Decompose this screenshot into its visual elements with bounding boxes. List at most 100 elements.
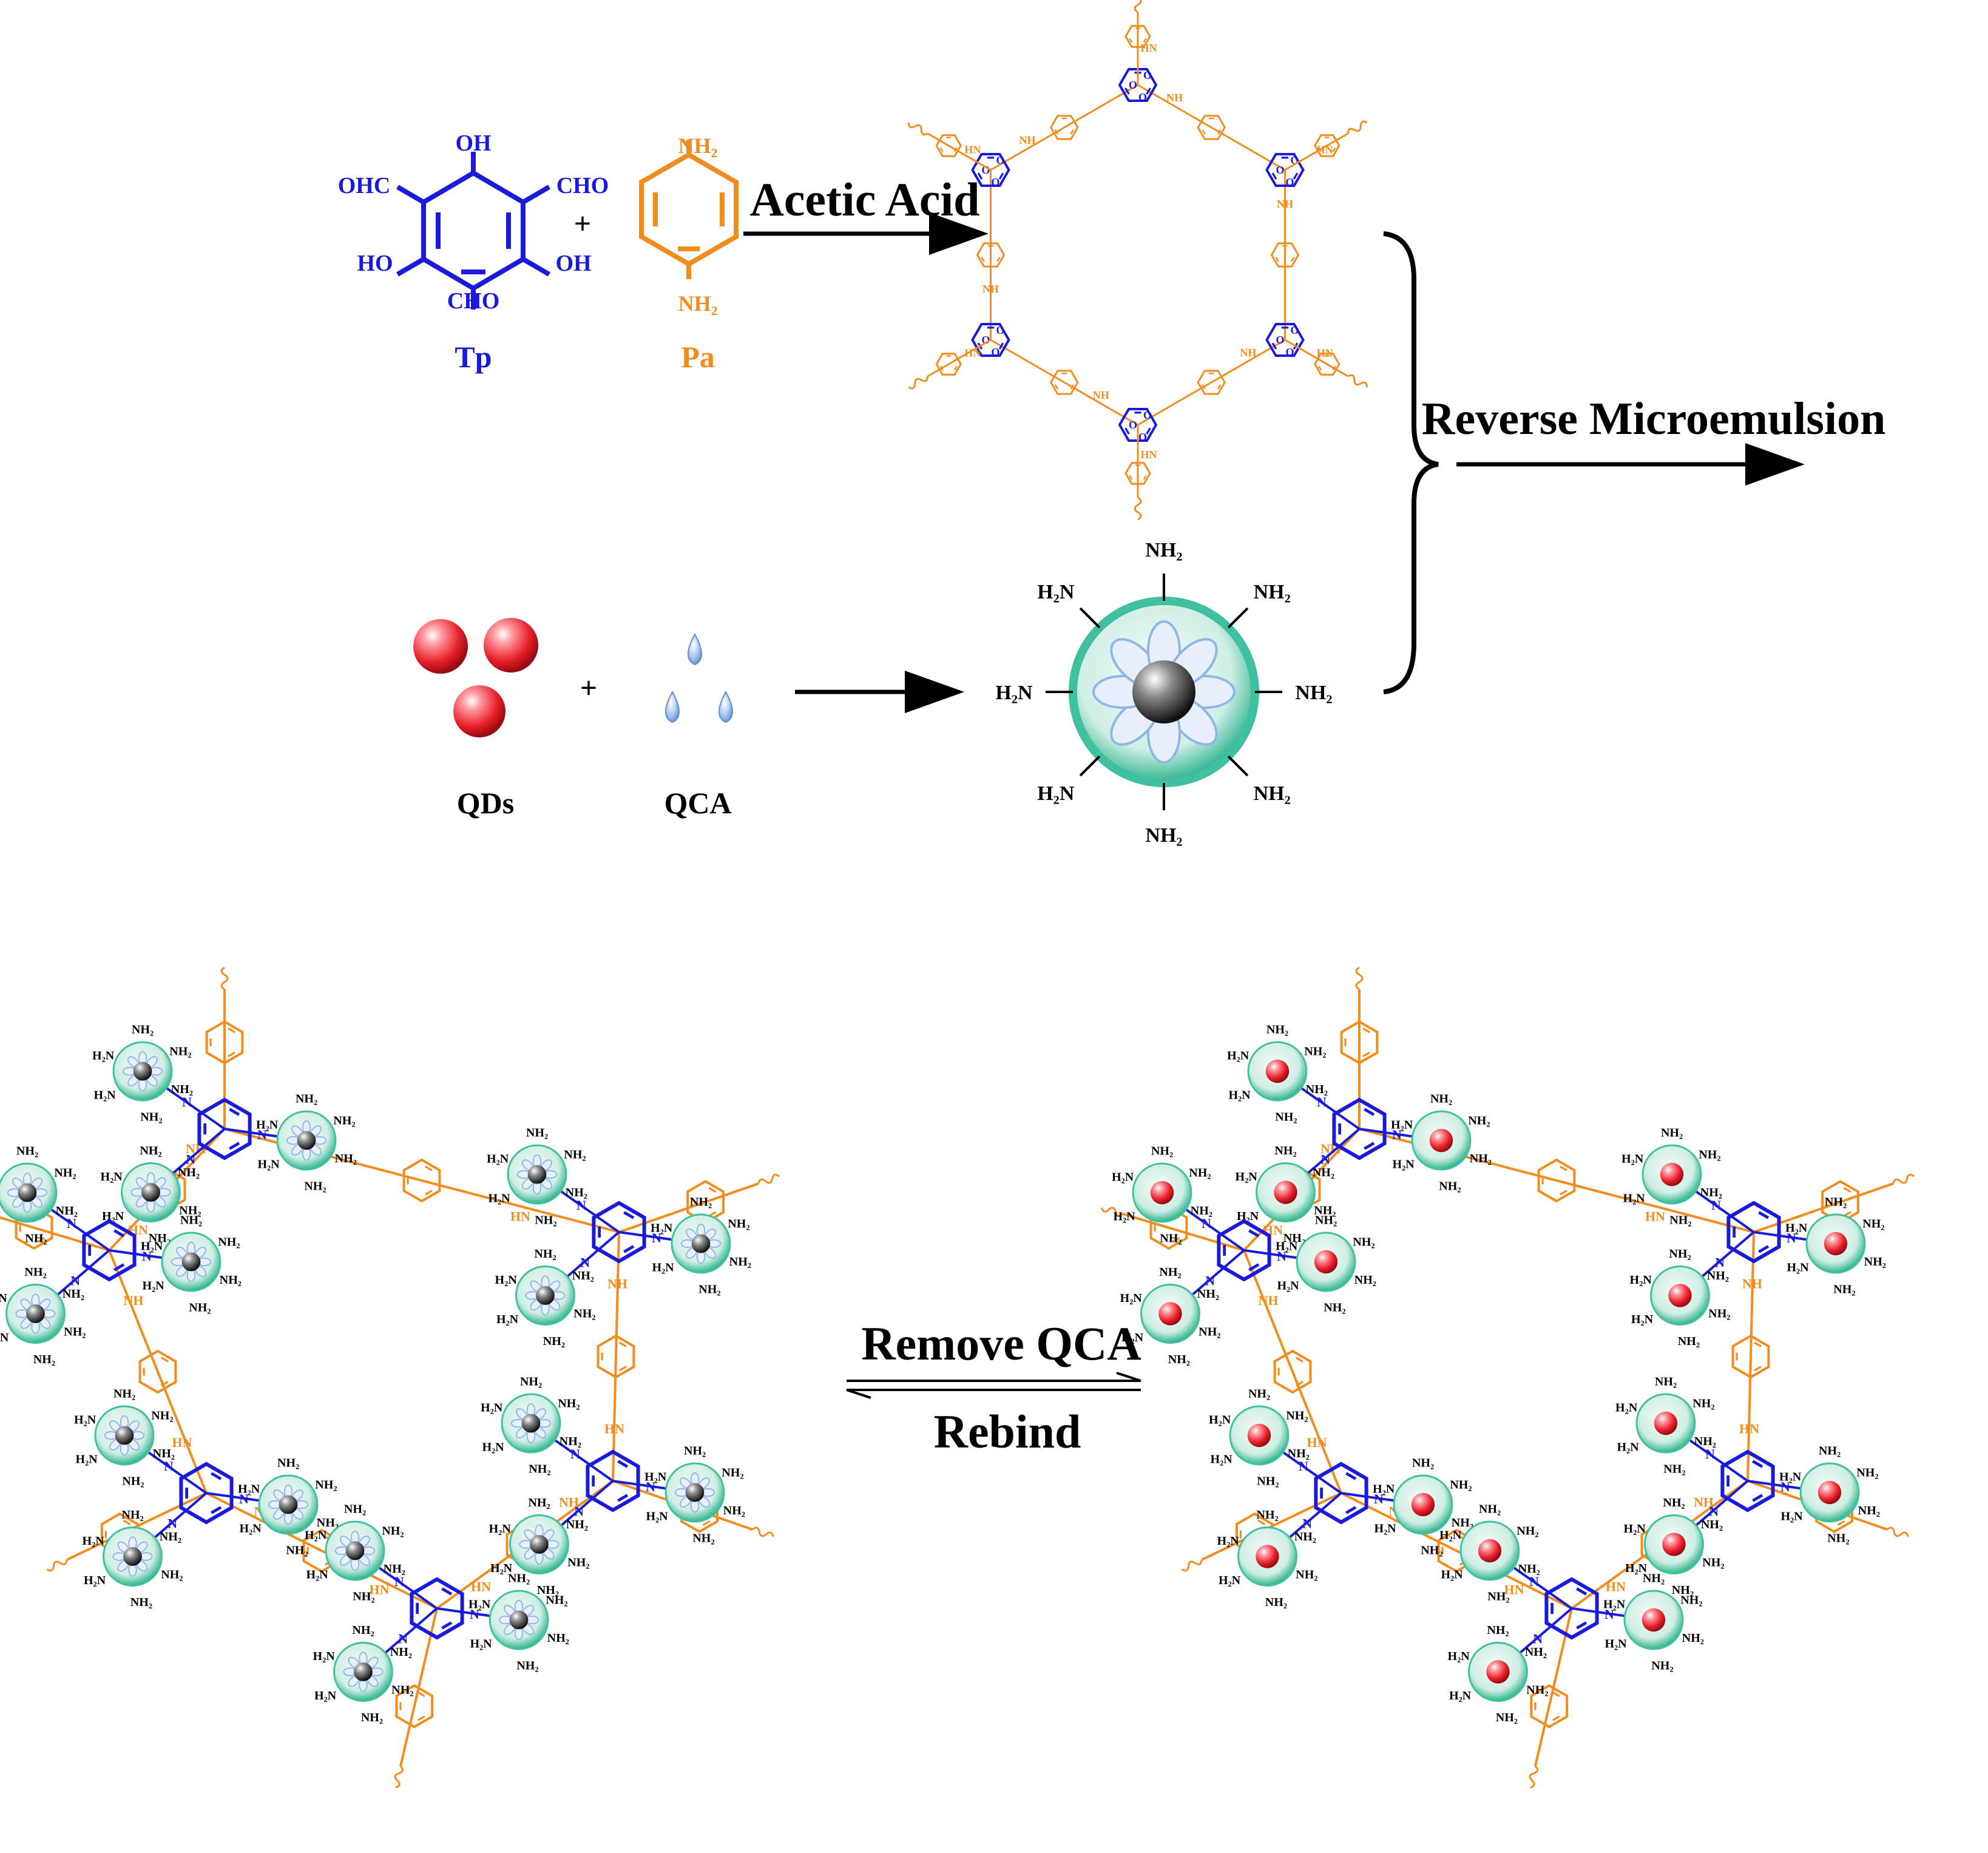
double-bond: [229, 1108, 240, 1116]
amine-label: NH₂: [692, 1531, 714, 1545]
o-label: O: [1138, 91, 1147, 103]
tp-ring: [179, 1462, 234, 1525]
amine-label: NH₂: [1412, 1456, 1434, 1469]
double-bond: [161, 1357, 169, 1363]
double-bond: [953, 147, 958, 152]
o-label: O: [1285, 346, 1294, 358]
amine-label: H₂N: [1449, 1689, 1472, 1702]
double-bond: [702, 1520, 711, 1526]
amine-label: NH₂: [1275, 1110, 1297, 1123]
amine-label: H₂N: [0, 1210, 1, 1223]
linker-bond: [0, 1216, 110, 1252]
amine-label: NH₂: [1694, 1435, 1716, 1448]
double-bond: [617, 1460, 629, 1468]
tp-ring: [410, 1577, 464, 1640]
amine-label: H₂N: [83, 1534, 105, 1548]
linker-bond: [612, 1231, 620, 1482]
n-label: N: [67, 1216, 76, 1231]
amine-label: NH₂: [1315, 1213, 1337, 1227]
amine-label: NH₂: [1655, 1375, 1677, 1388]
amine-label: H₂N: [1277, 1279, 1299, 1292]
n-label: N: [186, 1152, 195, 1167]
qd-core: [1150, 1181, 1174, 1205]
chain-continuation: [908, 376, 929, 390]
amine-label: H₂N: [314, 1689, 337, 1702]
amine-label: H₂N: [1121, 1331, 1144, 1344]
double-bond: [1275, 257, 1279, 262]
amine-label: NH₂: [567, 1556, 589, 1569]
n-label: N: [1529, 1574, 1539, 1589]
double-bond: [1217, 129, 1222, 135]
amine-label: NH₂: [63, 1287, 84, 1301]
amine-label: NH₂: [1191, 1204, 1212, 1218]
qca-droplet-icon: [718, 690, 733, 723]
double-bond: [1217, 384, 1222, 390]
rebind-label: Rebind: [934, 1405, 1081, 1458]
chain-continuation: [1892, 1173, 1915, 1184]
double-bond: [1291, 257, 1295, 262]
amine-label: H₂N: [0, 1331, 9, 1344]
amine-label: NH₂: [537, 1584, 559, 1597]
amine-label: H₂N: [1219, 1574, 1241, 1587]
double-bond: [1758, 1211, 1770, 1219]
amine-label: H₂N: [74, 1414, 96, 1427]
hn-label: HN: [370, 1582, 390, 1597]
linker-bond: [1746, 1231, 1755, 1482]
amine-label: NH₂: [1168, 1353, 1190, 1366]
amine-label: H₂N: [1623, 1191, 1645, 1205]
amine-label: NH₂: [153, 1447, 175, 1460]
plus-sign-top: +: [574, 206, 592, 240]
o-label: O: [992, 346, 1000, 358]
nh-label: NH: [1240, 347, 1256, 359]
amine-label: H₂N: [238, 1483, 260, 1496]
amine-label: NH₂: [1672, 1584, 1694, 1597]
double-bond: [1248, 1229, 1260, 1238]
hn-label: HN: [510, 1209, 530, 1224]
amine-label: NH₂: [353, 1590, 374, 1603]
amine-label: H₂N: [142, 1279, 164, 1292]
amine-label: H₂N: [102, 1210, 124, 1223]
n-label: N: [1715, 1255, 1725, 1270]
amine-label: H₂N: [496, 1313, 519, 1326]
n-label: N: [646, 1479, 655, 1494]
nh-label: NH: [1277, 198, 1293, 210]
amine-label: NH₂: [335, 1152, 357, 1165]
nh-label: NH: [1742, 1276, 1762, 1292]
amine-label: NH₂: [24, 1265, 46, 1279]
amine-label: H₂N: [644, 1471, 667, 1484]
o-label: O: [1143, 69, 1152, 81]
imprinted-network-left: NHHNNHHNNHHNNHHNNHHNNHHNNNH₂NH₂NH₂NH₂H₂N…: [0, 966, 780, 1789]
amine-label: NH₂: [1701, 1518, 1723, 1531]
wavy-bond: [752, 1526, 774, 1537]
amine-label: NH₂: [122, 1474, 144, 1488]
pa-nh2-top: NH₂: [678, 134, 718, 158]
qd-core: [354, 1662, 373, 1681]
amine-label: NH₂: [1707, 1269, 1729, 1282]
amine-label: H₂N: [1779, 1471, 1802, 1484]
amine-label: NH₂: [1265, 1596, 1287, 1609]
double-bond: [1552, 1715, 1560, 1721]
tp-ring: [592, 1201, 646, 1264]
qd-core: [1247, 1423, 1271, 1448]
amine-label: NH₂: [1862, 1217, 1884, 1230]
amine-label: NH₂: [573, 1307, 595, 1320]
amine-label: H₂N: [651, 1222, 673, 1235]
tp-molecule: [396, 152, 551, 310]
chain-continuation: [907, 122, 928, 136]
nh-label: NH: [1694, 1495, 1714, 1510]
double-bond: [1070, 384, 1074, 390]
qd-core: [685, 1483, 705, 1502]
double-bond: [161, 1381, 169, 1387]
tp-ring: [82, 1219, 137, 1282]
amine-label: H₂N: [1236, 1170, 1258, 1184]
amine-label: NH₂: [547, 1631, 569, 1645]
amine-label: NH₂: [391, 1683, 413, 1696]
qd-core: [1641, 1608, 1666, 1632]
wavy-bond: [1134, 0, 1142, 13]
